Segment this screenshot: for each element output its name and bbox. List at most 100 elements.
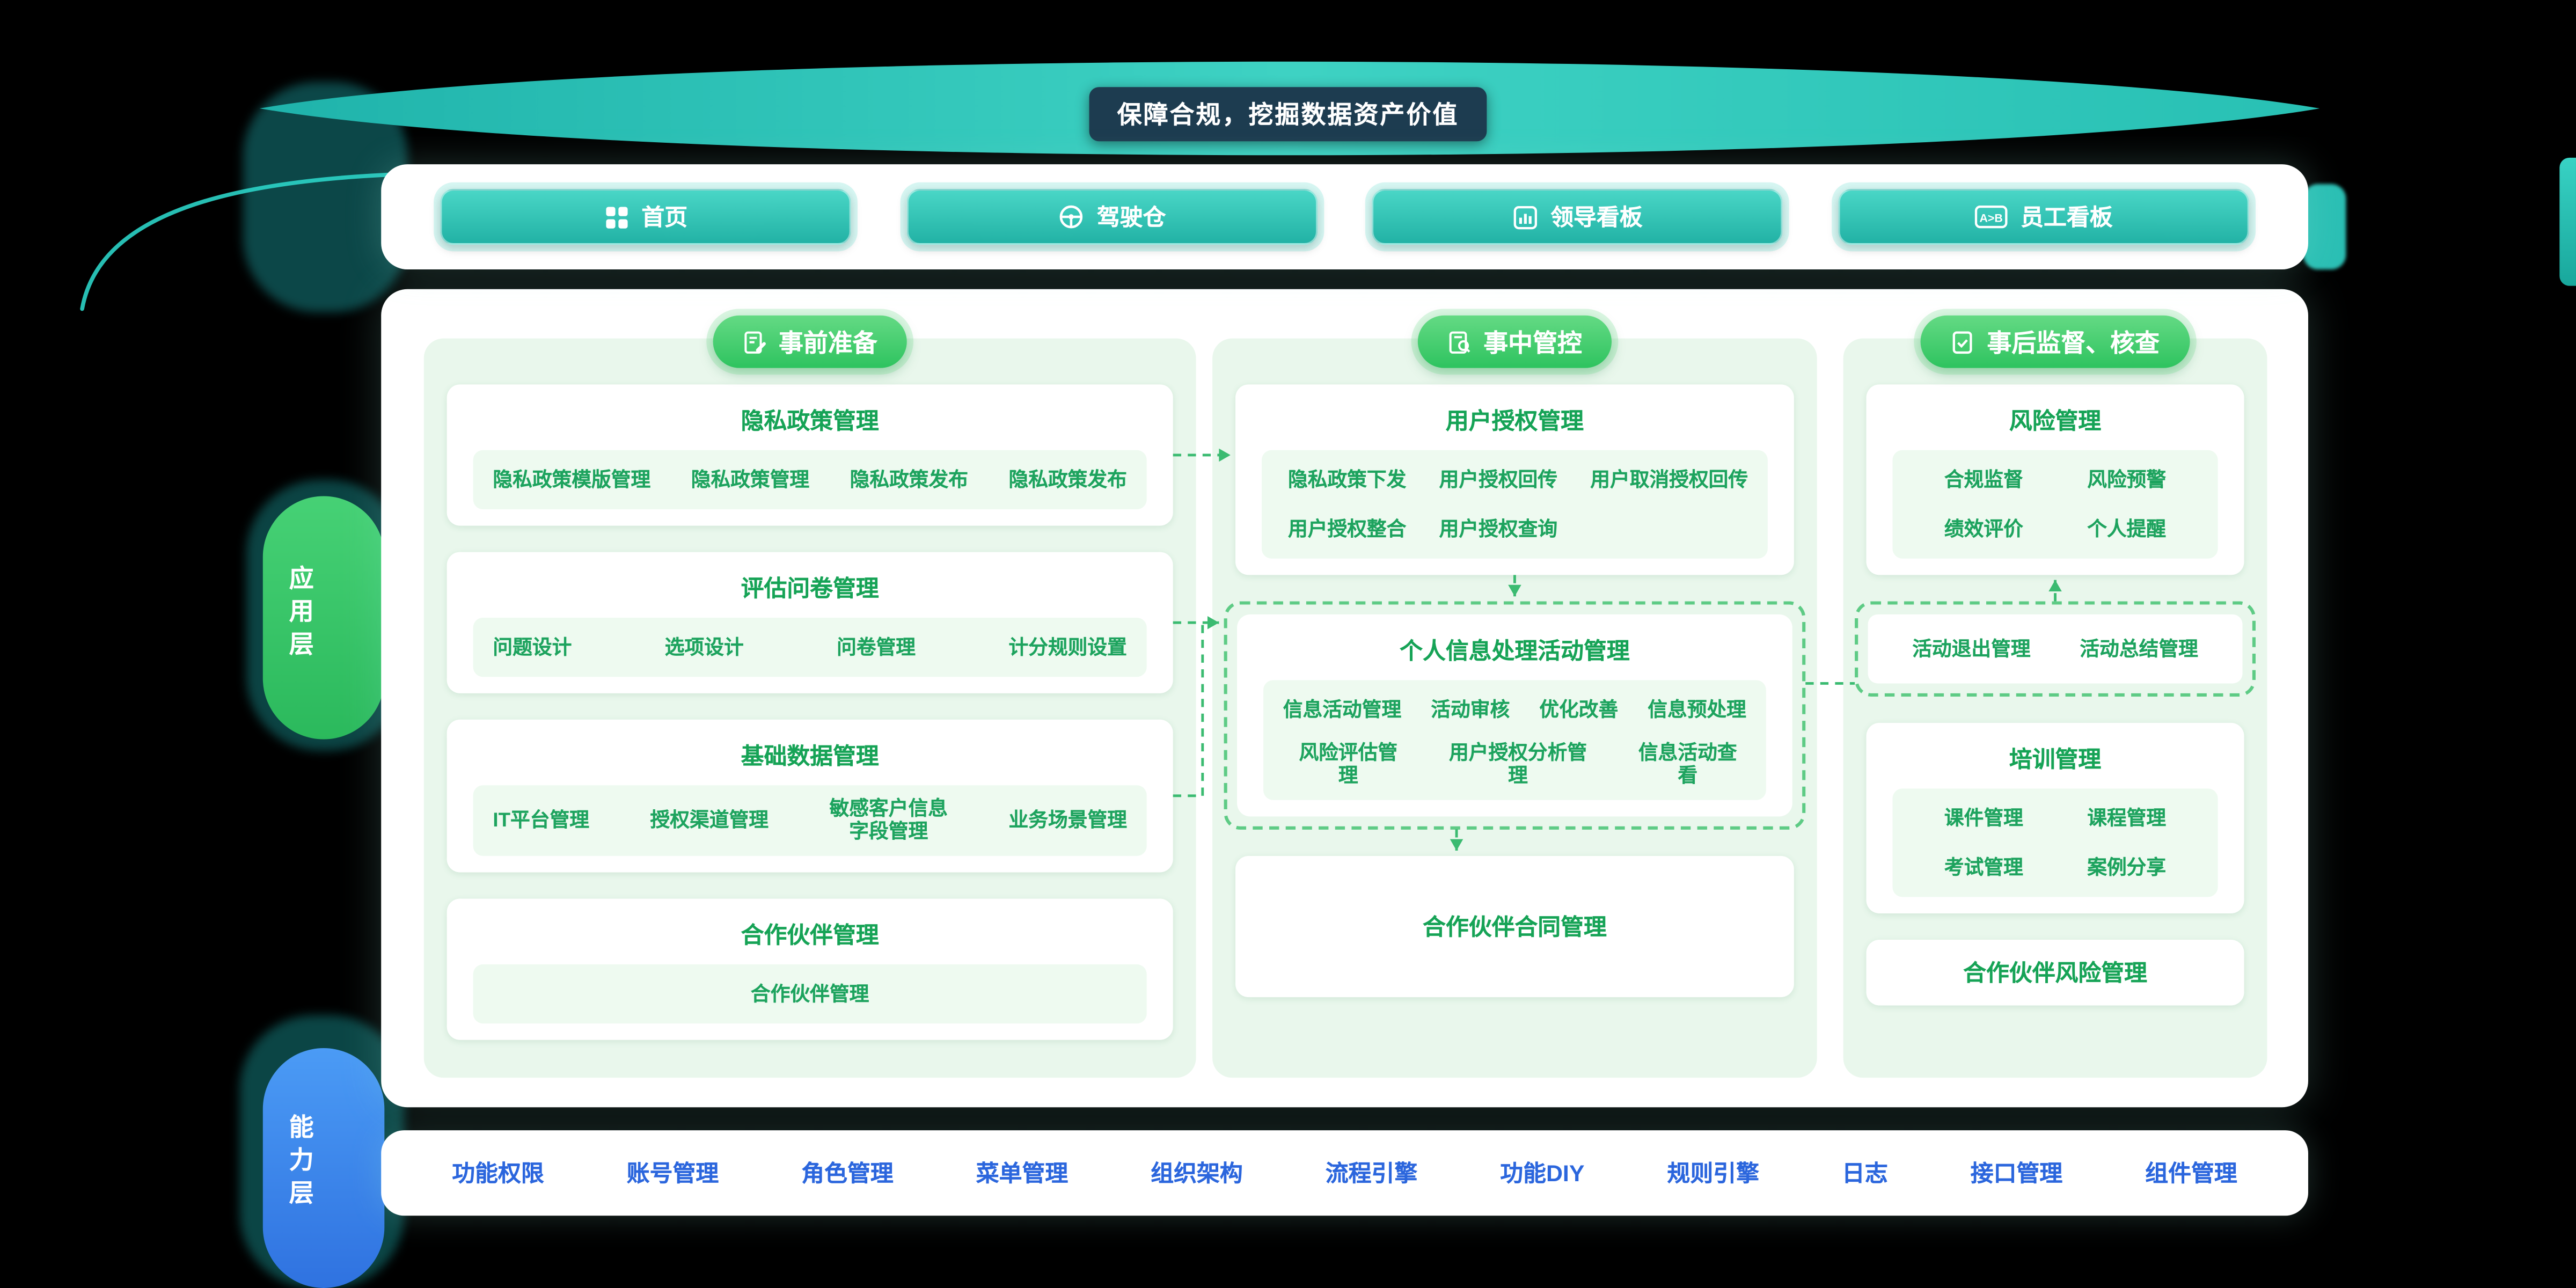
capability-item[interactable]: 组织架构: [1151, 1160, 1243, 1187]
column-header-label: 事后监督、核查: [1987, 329, 2160, 357]
activity-exit-bar: 活动退出管理 活动总结管理: [1868, 614, 2243, 684]
module-item: 活动退出管理: [1912, 637, 2031, 660]
module-item: 业务场景管理: [1008, 808, 1127, 832]
column-cards: 隐私政策管理隐私政策模版管理隐私政策管理隐私政策发布隐私政策发布评估问卷管理问题…: [424, 384, 1196, 1040]
module-item: 敏感客户信息 字段管理: [829, 796, 948, 844]
module-item: 用户取消授权回传: [1590, 467, 1748, 491]
module-item: 合作伙伴管理: [750, 982, 869, 1005]
column-cards: 风险管理合规监督风险预警绩效评价个人提醒活动退出管理活动总结管理培训管理课件管理…: [1843, 384, 2267, 1006]
card-user-auth-mgmt-items: 隐私政策下发 用户授权回传 用户取消授权回传用户授权整合 用户授权查询: [1262, 450, 1768, 559]
module-item: 课程管理: [2087, 806, 2167, 830]
module-item: 计分规则设置: [1008, 635, 1127, 658]
module-row: 活动退出管理 活动总结管理: [1868, 631, 2243, 667]
card-basic-data-mgmt: 基础数据管理 IT平台管理 授权渠道管理 敏感客户信息 字段管理 业务场景管理: [447, 719, 1173, 872]
column-header-post-supervision: 事后监督、核查: [1921, 315, 2190, 368]
column-header-label: 事中管控: [1483, 329, 1582, 357]
card-title: 培训管理: [2009, 745, 2102, 772]
capability-item[interactable]: 角色管理: [801, 1160, 894, 1187]
module-item: 用户授权回传: [1439, 467, 1558, 491]
grid-icon: [604, 204, 628, 229]
card-title: 合作伙伴合同管理: [1422, 913, 1607, 940]
nav-button-cockpit[interactable]: 驾驶仓: [906, 189, 1318, 245]
column-header-in-process-control: 事中管控: [1417, 315, 1612, 368]
capability-item[interactable]: 接口管理: [1970, 1160, 2063, 1187]
module-row: IT平台管理 授权渠道管理 敏感客户信息 字段管理 业务场景管理: [473, 797, 1147, 844]
module-item: 问题设计: [493, 635, 572, 658]
column-pre-preparation: 事前准备隐私政策管理隐私政策模版管理隐私政策管理隐私政策发布隐私政策发布评估问卷…: [423, 315, 1196, 1078]
nav-button-label: 首页: [641, 203, 688, 230]
module-item: 绩效评价: [1944, 517, 2023, 540]
module-row: 问题设计选项设计问卷管理计分规则设置: [473, 629, 1147, 665]
capability-item[interactable]: 组件管理: [2145, 1160, 2237, 1187]
module-item: 用户授权查询: [1439, 517, 1558, 540]
module-item: 优化改善: [1539, 698, 1619, 721]
column-header-pre-preparation: 事前准备: [713, 315, 907, 368]
doc-check-icon: [1951, 330, 1975, 354]
module-item: 信息活动管理: [1283, 698, 1402, 721]
card-partner-mgmt: 合作伙伴管理合作伙伴管理: [447, 898, 1173, 1040]
capability-item[interactable]: 规则引擎: [1667, 1160, 1759, 1187]
application-layer-blob: [262, 496, 385, 740]
card-privacy-policy-mgmt: 隐私政策管理隐私政策模版管理隐私政策管理隐私政策发布隐私政策发布: [447, 384, 1173, 526]
card-title: 基础数据管理: [741, 742, 879, 769]
card-assessment-questionnaire: 评估问卷管理问题设计选项设计问卷管理计分规则设置: [447, 552, 1173, 693]
capability-item[interactable]: 账号管理: [626, 1160, 719, 1187]
chart-icon: [1513, 204, 1538, 229]
card-title: 风险管理: [2009, 407, 2102, 434]
card-personal-info-activity-items: 信息活动管理活动审核优化改善信息预处理风险评估管理用户授权分析管理信息活动查看: [1263, 680, 1766, 800]
dashed-box-col2: 个人信息处理活动管理信息活动管理活动审核优化改善信息预处理风险评估管理用户授权分…: [1224, 601, 1806, 830]
capability-item[interactable]: 功能权限: [452, 1160, 544, 1187]
module-item: 考试管理: [1944, 855, 2023, 879]
module-row: 隐私政策下发 用户授权回传 用户取消授权回传: [1262, 462, 1768, 497]
module-item: 隐私政策管理: [691, 467, 810, 491]
module-item: 信息活动查看: [1638, 741, 1737, 788]
capability-item[interactable]: 流程引擎: [1325, 1160, 1418, 1187]
module-row: 绩效评价个人提醒: [1893, 511, 2218, 547]
card-partner-contract: 合作伙伴合同管理: [1235, 855, 1794, 997]
capability-layer-label: 能力层: [286, 1114, 314, 1213]
column-post-supervision: 事后监督、核查风险管理合规监督风险预警绩效评价个人提醒活动退出管理活动总结管理培…: [1843, 315, 2267, 1078]
card-title: 评估问卷管理: [741, 575, 879, 602]
module-item: 隐私政策发布: [850, 467, 969, 491]
module-item: 活动审核: [1431, 698, 1510, 721]
module-item: 用户授权分析管理: [1448, 741, 1587, 788]
card-title: 合作伙伴管理: [741, 921, 879, 948]
card-risk-mgmt: 风险管理合规监督风险预警绩效评价个人提醒: [1866, 384, 2244, 575]
module-item: 案例分享: [2087, 855, 2167, 879]
steering-icon: [1057, 204, 1084, 230]
card-title: 隐私政策管理: [741, 407, 879, 434]
module-row: 风险评估管理用户授权分析管理信息活动查看: [1263, 741, 1766, 788]
column-header-label: 事前准备: [778, 329, 877, 357]
banner-title: 保障合规，挖掘数据资产价值: [1117, 101, 1459, 130]
module-item: 用户授权整合: [1287, 517, 1407, 540]
capability-item[interactable]: 日志: [1841, 1160, 1888, 1187]
card-training-mgmt: 培训管理课件管理 课程管理考试管理 案例分享: [1866, 722, 2244, 914]
module-row: 隐私政策模版管理隐私政策管理隐私政策发布隐私政策发布: [473, 462, 1147, 497]
capability-item[interactable]: 菜单管理: [976, 1160, 1069, 1187]
module-item: 信息预处理: [1648, 698, 1746, 721]
svg-text:A>B: A>B: [1979, 211, 2002, 224]
module-row: 合作伙伴管理: [473, 976, 1147, 1012]
module-row: 课件管理 课程管理: [1893, 800, 2218, 836]
card-training-mgmt-items: 课件管理 课程管理考试管理 案例分享: [1892, 788, 2218, 897]
module-item: 活动总结管理: [2080, 637, 2198, 660]
nav-button-home[interactable]: 首页: [440, 189, 851, 245]
nav-button-leader-dashboard[interactable]: 领导看板: [1372, 189, 1783, 245]
column-in-process-control: 事中管控用户授权管理隐私政策下发用户授权回传用户取消授权回传用户授权整合用户授权…: [1212, 315, 1817, 1078]
module-item: 风险预警: [2087, 467, 2167, 491]
card-title: 个人信息处理活动管理: [1400, 637, 1630, 664]
module-item: IT平台管理: [493, 808, 589, 832]
capability-item[interactable]: 功能DIY: [1500, 1160, 1585, 1187]
module-item: 隐私政策下发: [1287, 467, 1407, 491]
card-basic-data-mgmt-items: IT平台管理 授权渠道管理 敏感客户信息 字段管理 业务场景管理: [473, 785, 1147, 856]
card-privacy-policy-mgmt-items: 隐私政策模版管理隐私政策管理隐私政策发布隐私政策发布: [473, 450, 1147, 509]
module-item: 课件管理: [1944, 806, 2023, 830]
card-personal-info-activity: 个人信息处理活动管理信息活动管理活动审核优化改善信息预处理风险评估管理用户授权分…: [1237, 614, 1792, 816]
module-row: 信息活动管理 活动审核 优化改善 信息预处理: [1263, 692, 1766, 728]
module-item: 隐私政策发布: [1008, 467, 1127, 491]
module-item: 问卷管理: [837, 635, 916, 658]
module-item: 授权渠道管理: [650, 808, 769, 832]
